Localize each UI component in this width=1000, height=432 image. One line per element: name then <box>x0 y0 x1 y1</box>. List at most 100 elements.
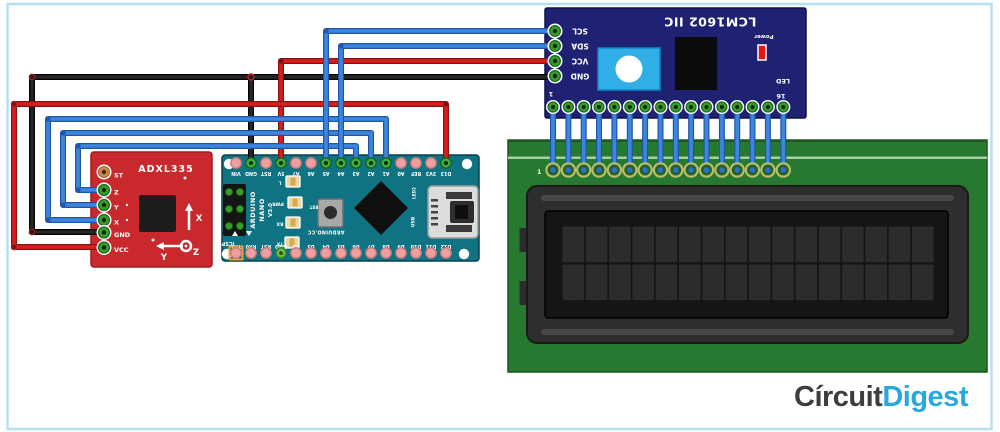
adxl-y-label: Y <box>113 204 119 212</box>
i2c-vcc-label: VCC <box>571 57 588 66</box>
lcd-board: 1 <box>507 139 988 373</box>
pin-hole <box>735 105 740 109</box>
icsp-pin <box>235 204 245 214</box>
nano-title-line1: ARDUINO <box>249 191 257 229</box>
nano-bottom-pin-labels: TX1 RX0 RST GND D2 D3 D4 D5 D6 D7 D8 D9 … <box>231 243 451 249</box>
lcd-bezel-groove-top <box>541 195 954 201</box>
nano-bottom-pin-13 <box>425 247 437 259</box>
usb-port-inner <box>455 205 468 219</box>
pin-hole <box>101 187 107 193</box>
bend-point <box>60 202 66 208</box>
led-rx-label: RX <box>276 221 283 227</box>
lcd-cell <box>655 226 678 263</box>
lcd-cell <box>725 264 748 301</box>
pin-label-vin: VIN <box>231 170 241 176</box>
lcd-cell <box>842 264 864 301</box>
pin-label-d12: D12 <box>441 243 452 249</box>
lcd-cell <box>632 226 654 263</box>
silkscreen-dot <box>183 176 187 180</box>
bend-point <box>443 101 449 107</box>
pin-hole <box>780 167 786 173</box>
pin-hole <box>101 217 107 223</box>
lcd-cell <box>912 226 934 263</box>
bend-point <box>323 28 329 34</box>
lcd-cell <box>795 226 818 263</box>
lcd-cell <box>562 264 585 301</box>
silkscreen-triangle <box>246 231 252 236</box>
lcd-pcb-seam <box>508 156 987 159</box>
pin-label-gnd2: GND <box>275 243 287 249</box>
nano-bottom-pin-9 <box>365 247 377 259</box>
bend-point <box>75 187 81 193</box>
pins-layer <box>96 23 792 261</box>
i2c-sda-label: SDA <box>571 42 589 51</box>
pin-hole <box>673 167 679 173</box>
i2c-16pin-row <box>546 100 791 114</box>
lcd-bezel-tab <box>519 281 529 305</box>
bend-point <box>75 143 81 149</box>
usb-pad <box>431 211 438 214</box>
icsp-label: ICSP <box>221 240 234 246</box>
lcd-cell <box>818 264 841 301</box>
pin-label-ref: REF <box>411 170 421 176</box>
pin-hole <box>642 167 648 173</box>
i2c-pin1-label: 1 <box>548 90 553 98</box>
pin-label-a2: A2 <box>367 170 374 176</box>
pin-hole <box>552 28 558 34</box>
nano-top-pin-5 <box>305 157 317 169</box>
i2c-chip <box>675 37 717 90</box>
icsp-pin <box>224 187 234 197</box>
nano-top-pin-labels: VIN GND RST 5V A7 A6 A5 A4 A3 A2 A1 A0 R… <box>231 170 451 176</box>
pin-hole <box>101 202 107 208</box>
pin-hole <box>566 105 571 109</box>
reset-label: RST <box>309 205 318 210</box>
lcd-cell <box>585 226 608 263</box>
bend-point <box>28 73 36 81</box>
pin-hole <box>279 251 283 255</box>
pin-label-d11: D11 <box>426 243 437 249</box>
nano-bottom-pin-8 <box>350 247 362 259</box>
lcd-cell <box>888 226 911 263</box>
lcd-cell <box>888 264 911 301</box>
lcd-pin1-label: 1 <box>537 168 542 176</box>
pin-label-d3: D3 <box>307 243 314 249</box>
usb-slot <box>446 225 472 232</box>
nano-led-die <box>290 218 296 227</box>
pin-label-a6: A6 <box>307 170 315 176</box>
adxl-pin-header <box>96 164 112 255</box>
logo-part-digest: Digest <box>882 381 968 413</box>
usb-pad <box>431 199 438 202</box>
lcd-cell <box>562 226 585 263</box>
nano-bottom-pin-2 <box>260 247 272 259</box>
nano-bottom-pin-11 <box>395 247 407 259</box>
pin-hole <box>550 167 556 173</box>
i2c-backpack-board: LCM1602 IIC Power LED 16 1 SCL SDA VCC G… <box>544 7 807 119</box>
axis-indicator <box>156 203 193 253</box>
lcd-pcb-top-edge <box>508 140 987 142</box>
nano-bottom-pin-6 <box>320 247 332 259</box>
nano-top-pin-0 <box>230 157 242 169</box>
i2c-pin16-label: 16 <box>776 92 786 100</box>
pin-hole <box>611 167 618 173</box>
lcd-cell <box>702 226 724 263</box>
circuitdigest-logo: CírcuitDigest <box>794 381 994 414</box>
pin-label-d6: D6 <box>352 243 360 249</box>
pin-hole <box>765 105 770 109</box>
nano-top-pin-12 <box>410 157 422 169</box>
lcd-16pin-row <box>545 162 792 178</box>
usb-pad <box>431 205 438 208</box>
power-led <box>757 44 767 61</box>
adxl-vcc-label: VCC <box>114 246 129 254</box>
lcd-cell <box>609 264 631 301</box>
lcd-cell <box>795 264 818 301</box>
power-label: Power <box>754 33 774 39</box>
pin-hole <box>658 105 663 109</box>
usb-slot <box>446 192 472 199</box>
pin-hole <box>781 105 786 109</box>
adxl-st-label: ST <box>114 172 124 180</box>
nano-top-pin-row <box>230 157 452 169</box>
pin-hole <box>719 105 724 109</box>
i2c-gnd-label: GND <box>571 72 590 81</box>
pin-label-a5: A5 <box>322 170 329 176</box>
mounting-hole <box>461 158 473 170</box>
